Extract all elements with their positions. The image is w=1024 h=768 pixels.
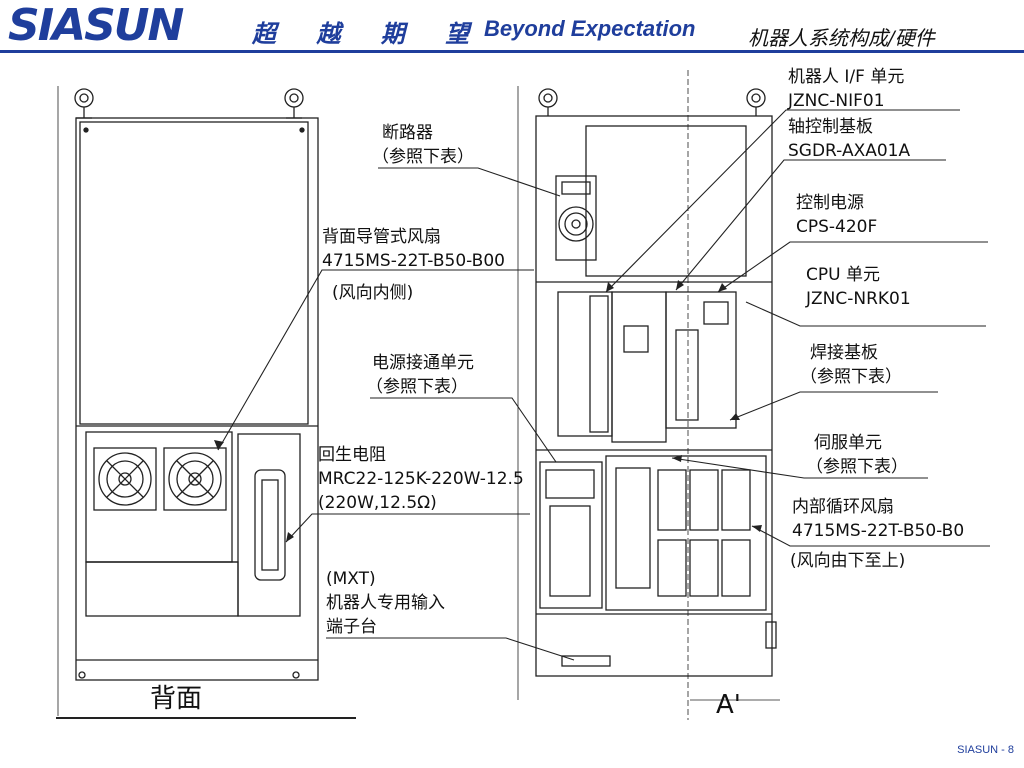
label-axis-board: 轴控制基板 (788, 117, 873, 137)
slide-number: SIASUN - 8 (957, 744, 1014, 756)
slogan-english: Beyond Expectation (484, 16, 696, 41)
label-axis-board-model: SGDR-AXA01A (788, 141, 911, 161)
front-cabinet (517, 70, 780, 720)
label-control-power-model: CPS-420F (796, 217, 878, 237)
label-welding-board-ref: （参照下表） (800, 367, 902, 387)
label-rear-fan-model: 4715MS-22T-B50-B00 (322, 251, 505, 271)
label-rear-view: 背面 (150, 684, 203, 714)
label-cpu-unit: CPU 单元 (806, 265, 880, 285)
label-power-on-unit: 电源接通单元 (372, 353, 474, 373)
arrowheads (214, 280, 762, 542)
label-servo-unit-ref: （参照下表） (806, 457, 908, 477)
label-mxt: (MXT) (326, 569, 376, 589)
label-mxt-terminal: 端子台 (326, 617, 377, 637)
label-control-power: 控制电源 (796, 193, 864, 213)
label-if-unit: 机器人 I/F 单元 (788, 67, 905, 87)
label-breaker: 断路器 (382, 123, 433, 143)
slogan-chinese: 超 越 期 望 (252, 20, 486, 48)
label-internal-fan-direction: (风向由下至上) (790, 551, 906, 571)
label-servo-unit: 伺服单元 (814, 433, 882, 453)
siasun-logo: SIASUN (8, 0, 184, 51)
label-rear-fan-direction: (风向内侧) (332, 283, 414, 303)
label-mxt-desc: 机器人专用输入 (326, 593, 445, 613)
label-welding-board: 焊接基板 (810, 343, 878, 363)
label-internal-fan: 内部循环风扇 (792, 497, 894, 517)
label-internal-fan-model: 4715MS-22T-B50-B0 (792, 521, 965, 541)
label-regen-model: MRC22-125K-220W-12.5 (318, 469, 524, 489)
header-rule (0, 50, 1024, 53)
section-title: 机器人系统构成/硬件 (748, 26, 935, 50)
label-regen-resistor: 回生电阻 (318, 445, 386, 465)
label-regen-rating: (220W,12.5Ω) (318, 493, 437, 513)
rear-cabinet (56, 86, 356, 719)
label-breaker-ref: （参照下表） (372, 147, 474, 167)
label-rear-fan: 背面导管式风扇 (322, 227, 441, 247)
label-cpu-unit-model: JZNC-NRK01 (806, 289, 911, 309)
label-if-unit-model: JZNC-NIF01 (788, 91, 885, 111)
label-view-a: A' (716, 690, 741, 720)
slide-header: SIASUN 超 越 期 望 Beyond Expectation 机器人系统构… (0, 0, 1024, 53)
label-power-on-ref: （参照下表） (366, 377, 468, 397)
leader-lines (217, 109, 990, 661)
